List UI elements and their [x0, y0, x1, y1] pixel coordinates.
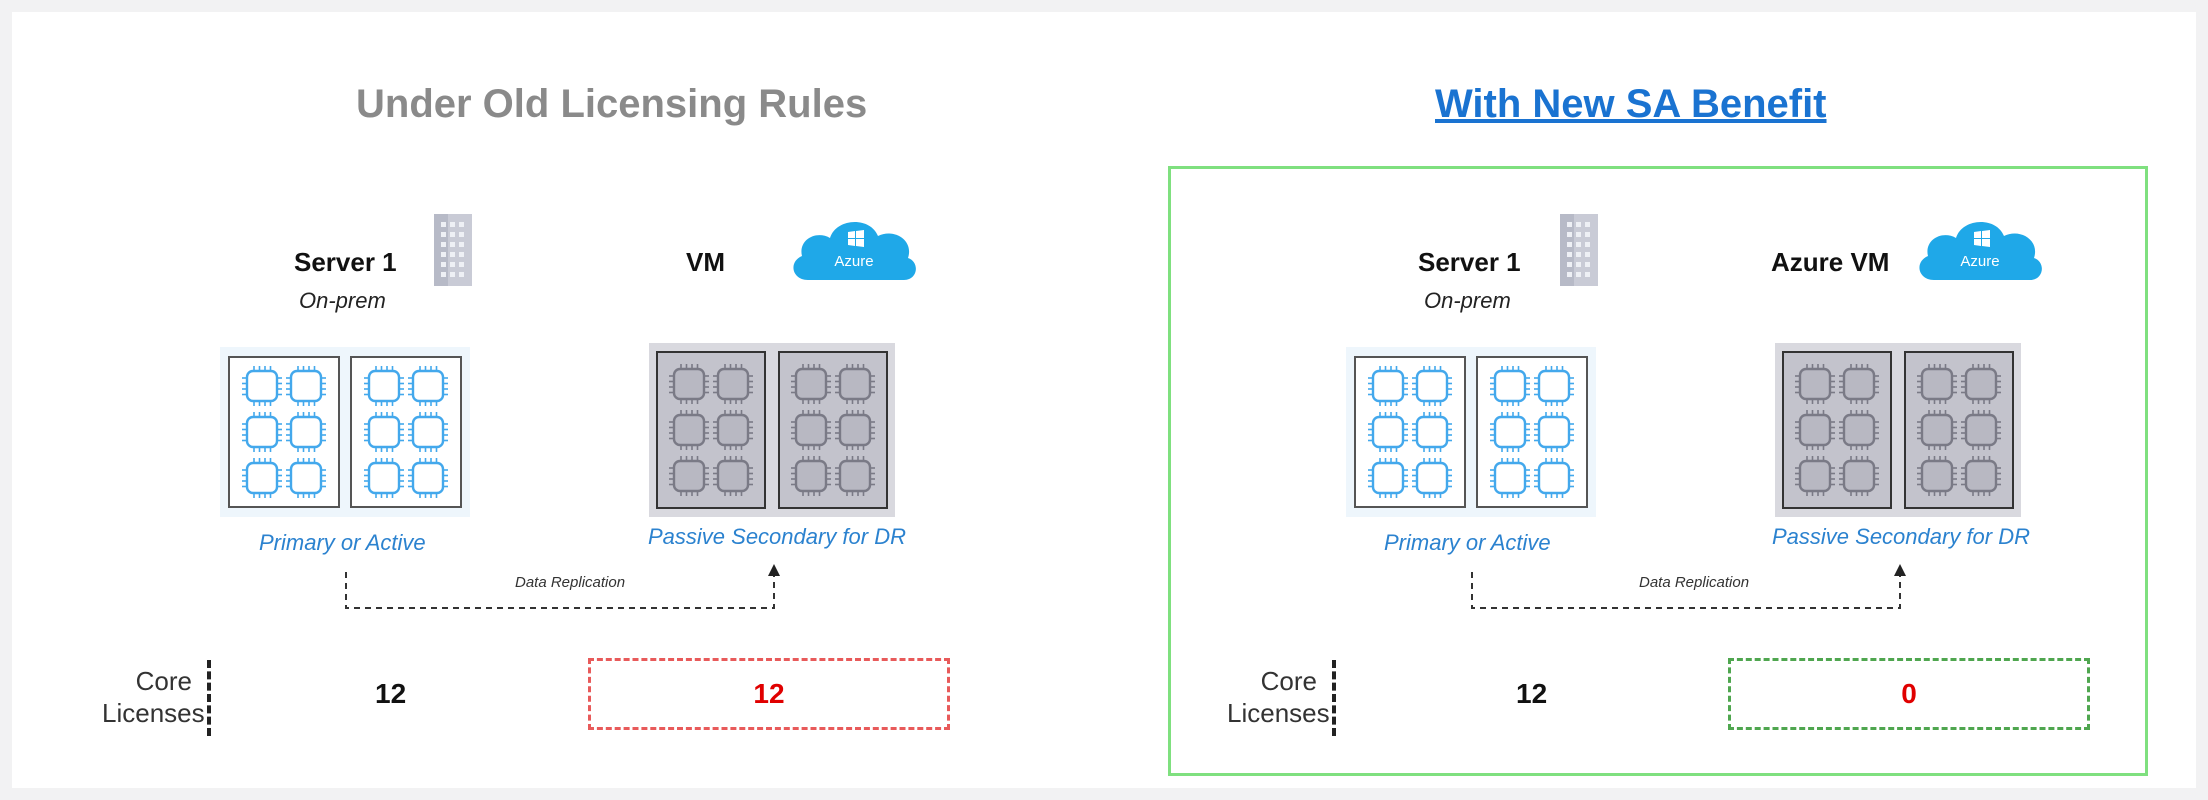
- left-core-licenses-label: Core Licenses: [102, 665, 205, 729]
- cpu-core-icon: [1917, 410, 1957, 450]
- sa-benefit-frame: [1168, 166, 2148, 776]
- secondary-vm-cores: [649, 343, 895, 517]
- right-secondary-label: Passive Secondary for DR: [1772, 524, 2030, 549]
- core-label-line2: Licenses: [102, 698, 205, 728]
- left-vm-label: VM: [686, 247, 725, 277]
- cpu-core-icon: [713, 410, 753, 450]
- cpu-core-icon: [835, 456, 875, 496]
- cpu-core-icon: [1961, 456, 2001, 496]
- cpu-core-icon: [1795, 410, 1835, 450]
- cpu-core-icon: [1839, 410, 1879, 450]
- right-primary-label: Primary or Active: [1384, 530, 1551, 555]
- core-label-line1: Core: [135, 666, 192, 696]
- azure-cloud-icon: Azure: [793, 221, 916, 280]
- cpu-core-icon: [1917, 364, 1957, 404]
- cpu-core-icon: [791, 364, 831, 404]
- building-icon: [434, 214, 472, 286]
- cpu-core-icon: [286, 412, 326, 452]
- right-title: With New SA Benefit: [1435, 82, 1827, 126]
- cpu-core-icon: [713, 364, 753, 404]
- left-server-label: Server 1: [294, 247, 397, 277]
- cpu-core-icon: [286, 366, 326, 406]
- cpu-core-icon: [669, 410, 709, 450]
- right-vm-label: Azure VM: [1771, 247, 1890, 277]
- right-secondary-cores-box: 0: [1728, 658, 2090, 730]
- data-replication-arrow: [345, 564, 780, 609]
- cpu-core-icon: [791, 410, 831, 450]
- cpu-core-icon: [835, 410, 875, 450]
- cpu-core-icon: [1490, 458, 1530, 498]
- cpu-core-icon: [364, 458, 404, 498]
- right-server-sub: On-prem: [1424, 288, 1511, 313]
- left-core-divider: [207, 660, 211, 736]
- cpu-core-icon: [1534, 366, 1574, 406]
- left-title: Under Old Licensing Rules: [356, 82, 868, 126]
- cpu-core-icon: [1917, 456, 1957, 496]
- core-label-line2: Licenses: [1227, 698, 1330, 728]
- cpu-core-icon: [242, 412, 282, 452]
- azure-cloud-text: Azure: [834, 253, 873, 270]
- cpu-core-icon: [1368, 412, 1408, 452]
- left-secondary-cores-box: 12: [588, 658, 950, 730]
- cpu-core-icon: [242, 458, 282, 498]
- cpu-core-icon: [1534, 412, 1574, 452]
- cpu-core-icon: [1490, 412, 1530, 452]
- right-server-label: Server 1: [1418, 247, 1521, 277]
- building-icon: [1560, 214, 1598, 286]
- secondary-vm-cores: [1775, 343, 2021, 517]
- azure-cloud-text: Azure: [1960, 253, 1999, 270]
- cpu-core-icon: [791, 456, 831, 496]
- core-label-line1: Core: [1260, 666, 1317, 696]
- cpu-core-icon: [1839, 456, 1879, 496]
- right-primary-cores: 12: [1516, 678, 1548, 709]
- cpu-core-icon: [1795, 456, 1835, 496]
- cpu-core-icon: [286, 458, 326, 498]
- cpu-core-icon: [364, 412, 404, 452]
- cpu-core-icon: [835, 364, 875, 404]
- cpu-core-icon: [1795, 364, 1835, 404]
- right-core-divider: [1332, 660, 1336, 736]
- left-secondary-label: Passive Secondary for DR: [648, 524, 906, 549]
- cpu-core-icon: [408, 366, 448, 406]
- cpu-core-icon: [1534, 458, 1574, 498]
- left-server-sub: On-prem: [299, 288, 386, 313]
- cpu-core-icon: [242, 366, 282, 406]
- cpu-core-icon: [1490, 366, 1530, 406]
- left-secondary-cores: 12: [753, 678, 785, 709]
- cpu-core-icon: [1368, 366, 1408, 406]
- right-core-licenses-label: Core Licenses: [1227, 665, 1330, 729]
- left-primary-cores: 12: [375, 678, 407, 709]
- cpu-core-icon: [364, 366, 404, 406]
- cpu-core-icon: [669, 364, 709, 404]
- cpu-core-icon: [1961, 410, 2001, 450]
- cpu-core-icon: [1412, 458, 1452, 498]
- primary-server-cores: [220, 347, 470, 517]
- cpu-core-icon: [1412, 412, 1452, 452]
- primary-server-cores: [1346, 347, 1596, 517]
- cpu-core-icon: [713, 456, 753, 496]
- right-secondary-cores: 0: [1901, 678, 1917, 709]
- cpu-core-icon: [1961, 364, 2001, 404]
- left-replication-label: Data Replication: [515, 574, 626, 591]
- cpu-core-icon: [408, 412, 448, 452]
- cpu-core-icon: [669, 456, 709, 496]
- cpu-core-icon: [408, 458, 448, 498]
- cpu-core-icon: [1839, 364, 1879, 404]
- azure-cloud-icon: Azure: [1919, 221, 2042, 280]
- cpu-core-icon: [1412, 366, 1452, 406]
- left-primary-label: Primary or Active: [259, 530, 426, 555]
- right-replication-label: Data Replication: [1639, 574, 1750, 591]
- cpu-core-icon: [1368, 458, 1408, 498]
- data-replication-arrow: [1471, 564, 1906, 609]
